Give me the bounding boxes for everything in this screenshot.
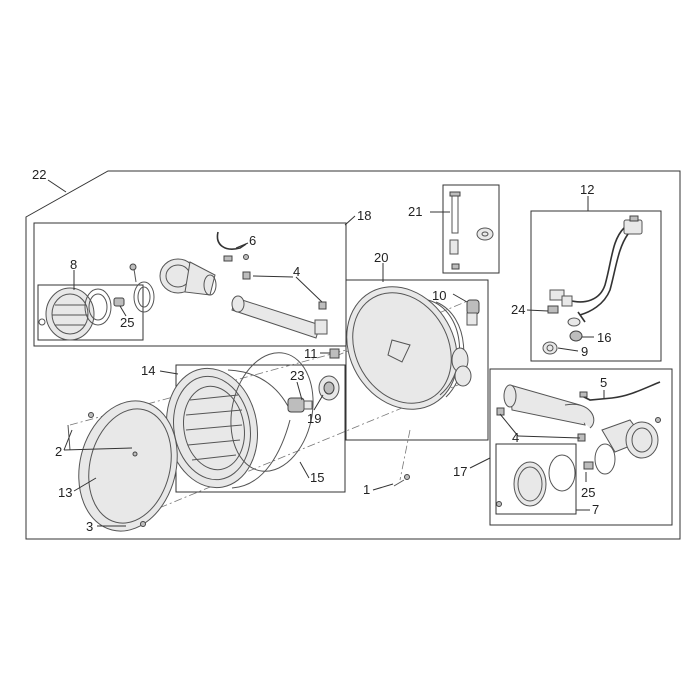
callout-3: 3 [86, 519, 93, 534]
bolt-box-21 [442, 184, 500, 274]
left-turn-signal-parts [38, 231, 328, 341]
callout-14: 14 [141, 363, 155, 378]
callout-9: 9 [581, 344, 588, 359]
callout-7: 7 [592, 502, 599, 517]
callout-16: 16 [597, 330, 611, 345]
callout-25-right: 25 [581, 485, 595, 500]
callout-20: 20 [374, 250, 388, 265]
callout-4-top: 4 [293, 264, 300, 279]
wiring-harness-box-12 [530, 210, 662, 362]
callout-18: 18 [357, 208, 371, 223]
headlight-shell [329, 286, 480, 487]
callout-1: 1 [363, 482, 370, 497]
mounting-bolt [449, 191, 494, 270]
callout-10: 10 [432, 288, 446, 303]
alignment-line [399, 429, 411, 481]
headlight-rim [67, 400, 178, 532]
callout-11: 11 [304, 346, 318, 361]
leader-lines [47, 179, 605, 527]
callout-17: 17 [453, 464, 467, 479]
lens-box-7 [495, 443, 577, 515]
headlight-shell-box-20 [345, 279, 489, 441]
right-turn-signal-parts [496, 381, 661, 507]
callout-4-bottom: 4 [512, 430, 519, 445]
wiring-harness [542, 215, 643, 355]
callout-25-left: 25 [120, 315, 134, 330]
callout-13: 13 [58, 485, 72, 500]
right-turn-signal-box-17 [489, 368, 673, 526]
callout-15: 15 [310, 470, 324, 485]
callout-23: 23 [290, 368, 304, 383]
callout-21: 21 [408, 204, 422, 219]
callout-5: 5 [600, 375, 607, 390]
callout-2: 2 [55, 444, 62, 459]
assembly-frame-22 [25, 170, 681, 540]
callout-22: 22 [32, 167, 46, 182]
callout-19: 19 [307, 411, 321, 426]
callout-12: 12 [580, 182, 594, 197]
lens-box-8 [37, 284, 144, 341]
headlight-unit [165, 352, 340, 489]
callout-6: 6 [249, 233, 256, 248]
callout-8: 8 [70, 257, 77, 272]
callout-24: 24 [511, 302, 525, 317]
